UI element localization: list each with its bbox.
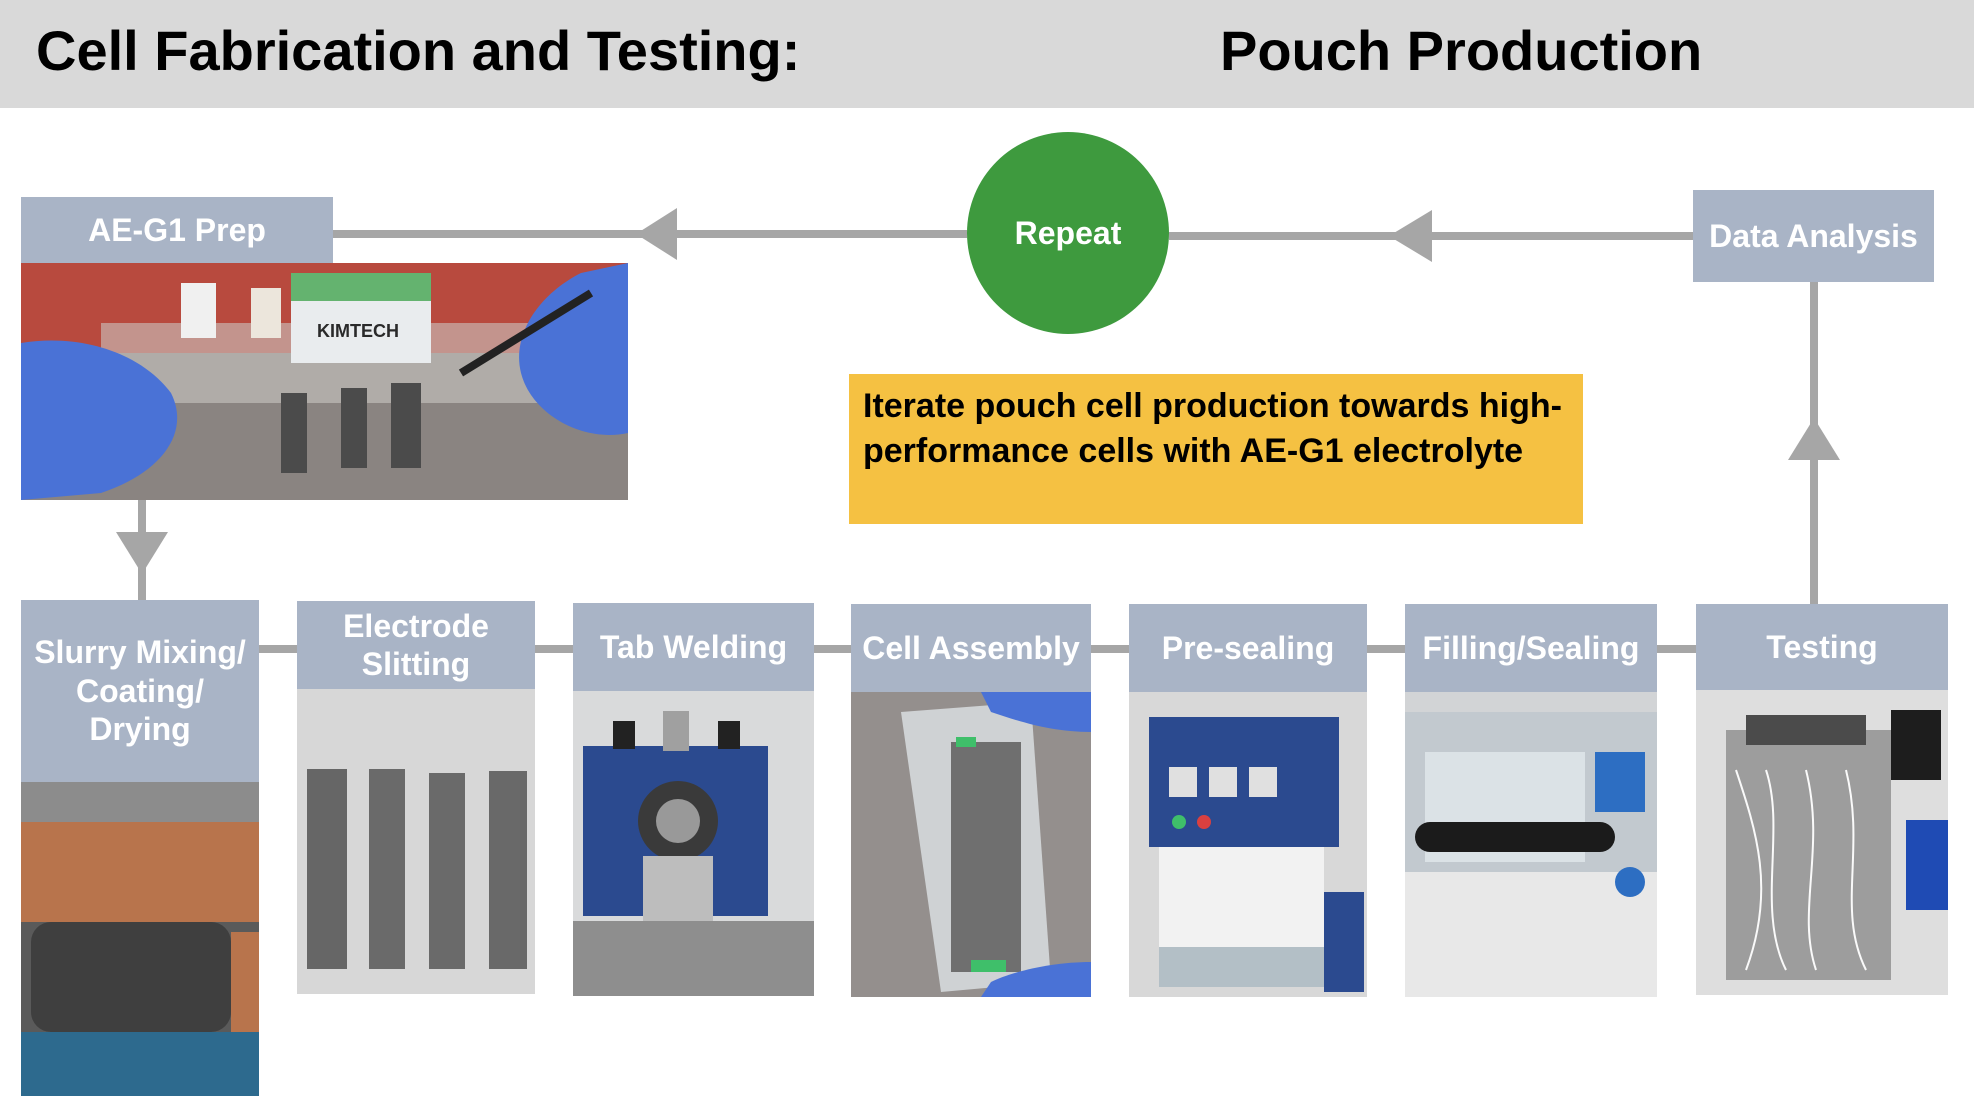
photo-electrode <box>297 689 535 994</box>
goal-note-text: Iterate pouch cell production towards hi… <box>863 387 1562 470</box>
step-label-slurry: Slurry Mixing/ Coating/ Drying <box>21 600 259 782</box>
photo-cell-assembly <box>851 692 1091 997</box>
repeat-label: Repeat <box>1014 214 1122 251</box>
step-label-electrode: Electrode Slitting <box>297 601 535 689</box>
repeat-circle: Repeat <box>967 132 1169 334</box>
photo-slurry <box>21 782 259 1096</box>
photo-testing <box>1696 690 1948 995</box>
page-subtitle: Pouch Production <box>1220 19 1703 82</box>
step-label-prep: AE-G1 Prep <box>21 197 333 263</box>
photo-tab-welding <box>573 691 814 996</box>
arrow-left-2 <box>1389 210 1432 262</box>
photo-filling <box>1405 692 1657 997</box>
step-label-cell-assembly: Cell Assembly <box>851 604 1091 692</box>
goal-note: Iterate pouch cell production towards hi… <box>849 374 1583 524</box>
step-label-data-analysis: Data Analysis <box>1693 190 1934 282</box>
step-label-filling: Filling/Sealing <box>1405 604 1657 692</box>
arrow-left-1 <box>636 208 677 260</box>
arrow-down <box>116 532 168 574</box>
kimtech-box-label: KIMTECH <box>317 321 399 341</box>
step-label-testing: Testing <box>1696 604 1948 690</box>
step-label-presealing: Pre-sealing <box>1129 604 1367 692</box>
arrow-up <box>1788 418 1840 460</box>
page-title: Cell Fabrication and Testing: <box>36 19 801 82</box>
header-bar: Cell Fabrication and Testing: Pouch Prod… <box>0 0 1974 108</box>
photo-prep: KIMTECH <box>21 263 628 500</box>
photo-presealing <box>1129 692 1367 997</box>
step-label-tab-welding: Tab Welding <box>573 603 814 691</box>
